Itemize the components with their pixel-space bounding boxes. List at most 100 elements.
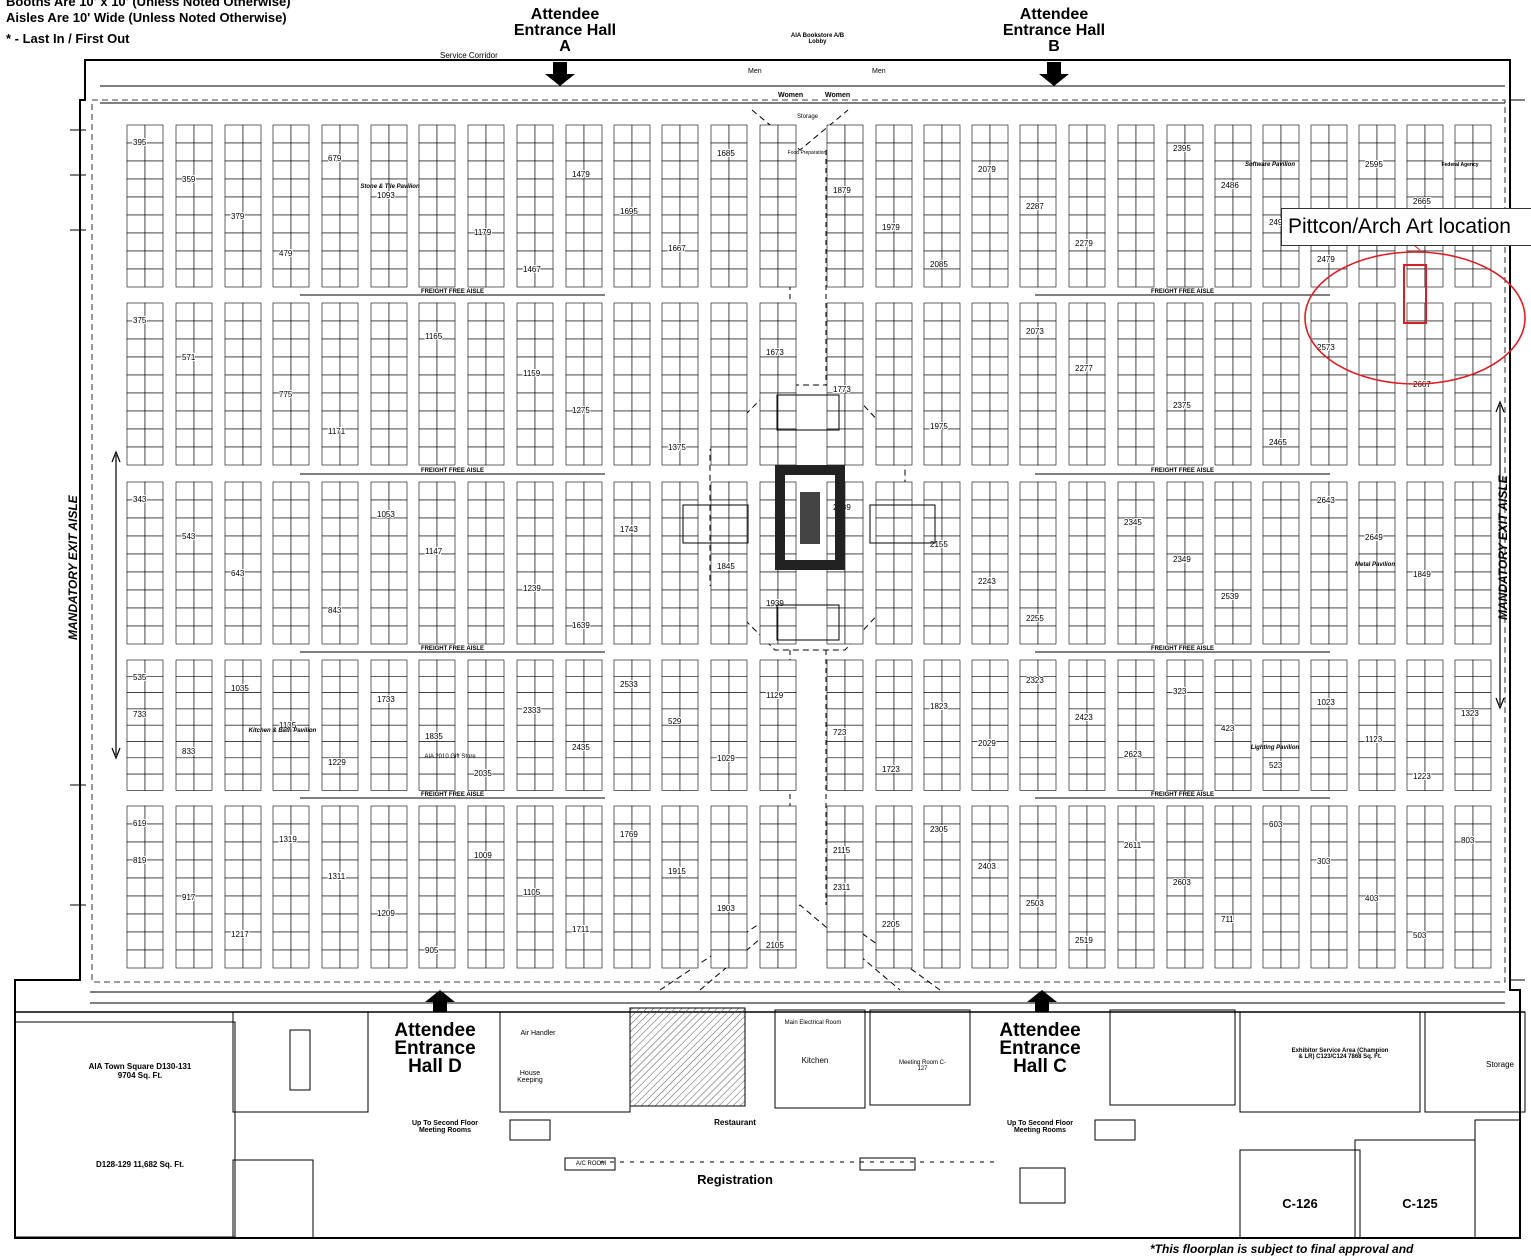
booth-number[interactable]: 2595 [1364,159,1384,170]
booth-number[interactable]: 1165 [424,331,444,342]
booth-number[interactable]: 1845 [716,561,736,572]
booth-number[interactable]: 2287 [1025,201,1045,212]
booth-number[interactable]: 1319 [278,834,298,845]
booth-number[interactable]: 1769 [619,829,639,840]
booth-number[interactable]: 1723 [881,764,901,775]
booth-number[interactable]: 803 [1460,835,1476,846]
booth-number[interactable]: 2155 [929,539,949,550]
booth-number[interactable]: 905 [424,945,440,956]
booth-number[interactable]: 395 [132,137,148,148]
entrance-hall-a[interactable]: Attendee Entrance Hall A [513,6,617,55]
booth-number[interactable]: 2279 [1074,238,1094,249]
booth-number[interactable]: 723 [832,727,848,738]
pittcon-callout[interactable]: Pittcon/Arch Art location [1281,208,1531,246]
booth-number[interactable]: 1311 [327,871,347,882]
booth-number[interactable]: 1135 [278,720,298,731]
booth-number[interactable]: 2029 [977,738,997,749]
booth-number[interactable]: 2519 [1074,935,1094,946]
booth-number[interactable]: 2035 [473,768,493,779]
booth-number[interactable]: 1171 [327,426,347,437]
booth-number[interactable]: 1209 [376,908,396,919]
booth-number[interactable]: 619 [132,818,148,829]
booth-number[interactable]: 1673 [765,347,785,358]
booth-number[interactable]: 1667 [667,243,687,254]
booth-number[interactable]: 2495 [1268,217,1288,228]
booth-number[interactable]: 1159 [522,368,542,379]
booth-number[interactable]: 1823 [929,701,949,712]
booth-number[interactable]: 2423 [1074,712,1094,723]
booth-number[interactable]: 1711 [571,924,591,935]
booth-number[interactable]: 2465 [1268,437,1288,448]
booth-number[interactable]: 643 [230,568,246,579]
booth-number[interactable]: 2573 [1316,342,1336,353]
booth-number[interactable]: 603 [1268,819,1284,830]
booth-number[interactable]: 711 [1220,914,1235,925]
booth-number[interactable]: 2311 [832,882,852,893]
booth-number[interactable]: 1275 [571,405,591,416]
booth-number[interactable]: 1147 [424,546,444,557]
booth-number[interactable]: 2649 [1364,532,1384,543]
booth-number[interactable]: 503 [1412,930,1428,941]
booth-number[interactable]: 523 [1268,760,1284,771]
booth-number[interactable]: 479 [278,248,294,259]
booth-number[interactable]: 2375 [1172,400,1192,411]
booth-number[interactable]: 2611 [1123,840,1143,851]
booth-number[interactable]: 1223 [1412,771,1432,782]
booth-number[interactable]: 2205 [881,919,901,930]
booth-number[interactable]: 2345 [1123,517,1143,528]
booth-number[interactable]: 2085 [929,259,949,270]
booth-number[interactable]: 2349 [1172,554,1192,565]
booth-number[interactable]: 1979 [881,222,901,233]
booth-number[interactable]: 423 [1220,723,1236,734]
booth-number[interactable]: 2243 [977,576,997,587]
booth-number[interactable]: 2643 [1316,495,1336,506]
booth-number[interactable]: 833 [181,746,197,757]
entrance-hall-d[interactable]: Attendee Entrance Hall D [394,1020,476,1077]
booth-number[interactable]: 1129 [765,690,785,701]
booth-number[interactable]: 529 [667,716,683,727]
booth-number[interactable]: 359 [181,174,197,185]
booth-number[interactable]: 2323 [1025,675,1045,686]
booth-number[interactable]: 1639 [571,620,591,631]
booth-number[interactable]: 535 [132,672,148,683]
booth-number[interactable]: 2503 [1025,898,1045,909]
booth-number[interactable]: 1773 [832,384,852,395]
booth-number[interactable]: 2333 [522,705,542,716]
booth-number[interactable]: 1029 [716,753,736,764]
booth-number[interactable]: 1479 [571,169,591,180]
booth-number[interactable]: 2395 [1172,143,1192,154]
booth-number[interactable]: 2277 [1074,363,1094,374]
booth-number[interactable]: 733 [132,709,148,720]
booth-number[interactable]: 2533 [619,679,639,690]
entrance-hall-c[interactable]: Attendee Entrance Hall C [999,1020,1081,1077]
booth-number[interactable]: 1695 [619,206,639,217]
booth-number[interactable]: 303 [1316,856,1332,867]
booth-number[interactable]: 1009 [473,850,493,861]
booth-number[interactable]: 1903 [716,903,736,914]
booth-number[interactable]: 1467 [522,264,542,275]
booth-number[interactable]: 1939 [765,598,785,609]
booth-number[interactable]: 543 [181,531,197,542]
booth-number[interactable]: 1849 [1412,569,1432,580]
booth-number[interactable]: 1743 [619,524,639,535]
booth-number[interactable]: 1123 [1364,734,1384,745]
booth-number[interactable]: 2255 [1025,613,1045,624]
booth-number[interactable]: 2539 [1220,591,1240,602]
booth-number[interactable]: 2486 [1220,180,1240,191]
booth-number[interactable]: 1053 [376,509,396,520]
booth-number[interactable]: 2115 [832,845,852,856]
booth-number[interactable]: 2603 [1172,877,1192,888]
booth-number[interactable]: 1685 [716,148,736,159]
booth-number[interactable]: 1915 [667,866,687,877]
booth-number[interactable]: 1375 [667,442,687,453]
booth-number[interactable]: 403 [1364,893,1380,904]
booth-number[interactable]: 1239 [522,583,542,594]
booth-number[interactable]: 1229 [327,757,347,768]
booth-number[interactable]: 1179 [473,227,493,238]
booth-number[interactable]: 1217 [230,929,250,940]
booth-number[interactable]: 1035 [230,683,250,694]
booth-number[interactable]: 843 [327,605,343,616]
booth-number[interactable]: 1733 [376,694,396,705]
booth-number[interactable]: 917 [181,892,197,903]
booth-number[interactable]: 1975 [929,421,949,432]
